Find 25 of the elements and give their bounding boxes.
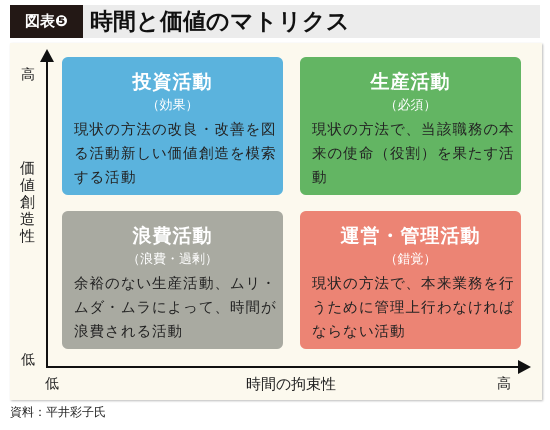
quadrant-description: 余裕のない生産活動、ムリ・ムダ・ムラによって、時間が浪費される活動 xyxy=(74,274,278,342)
source-note: 資料：平井彩子氏 xyxy=(10,404,106,421)
quadrant-description: 現状の方法で、当該職務の本来の使命（役割）を果たす活動 xyxy=(312,120,516,188)
axis-label: 高 xyxy=(497,375,511,393)
quadrant-description: 現状の方法の改良・改善を図る活動新しい価値創造を模索する活動 xyxy=(74,120,278,188)
quadrant-subheading: （浪費・過剰） xyxy=(126,251,219,268)
title: 時間と価値のマトリクス xyxy=(90,8,350,37)
quadrant-subheading: （錯覚） xyxy=(384,251,438,268)
quadrant-box xyxy=(62,57,283,195)
quadrant-box xyxy=(62,211,283,349)
quadrant-description: 現状の方法で、本来業務を行うために管理上行わなければならない活動 xyxy=(312,274,516,342)
axis-label: 低 xyxy=(21,351,35,369)
quadrant-subheading: （効果） xyxy=(146,97,200,114)
axis-label: 高 xyxy=(21,66,35,84)
axis-title: 価値創造性 xyxy=(20,160,36,245)
quadrant-heading: 浪費活動 xyxy=(131,224,214,249)
quadrant-subheading: （必須） xyxy=(384,97,438,114)
quadrant-box xyxy=(300,57,521,195)
quadrant-heading: 生産活動 xyxy=(369,70,452,95)
axis-label: 低 xyxy=(45,375,59,393)
axis-title: 時間の拘束性 xyxy=(246,375,336,394)
figure-badge: 図表❺ xyxy=(10,5,83,38)
quadrant-box xyxy=(300,211,521,349)
quadrant-heading: 運営・管理活動 xyxy=(340,224,482,249)
quadrant-heading: 投資活動 xyxy=(131,70,214,95)
